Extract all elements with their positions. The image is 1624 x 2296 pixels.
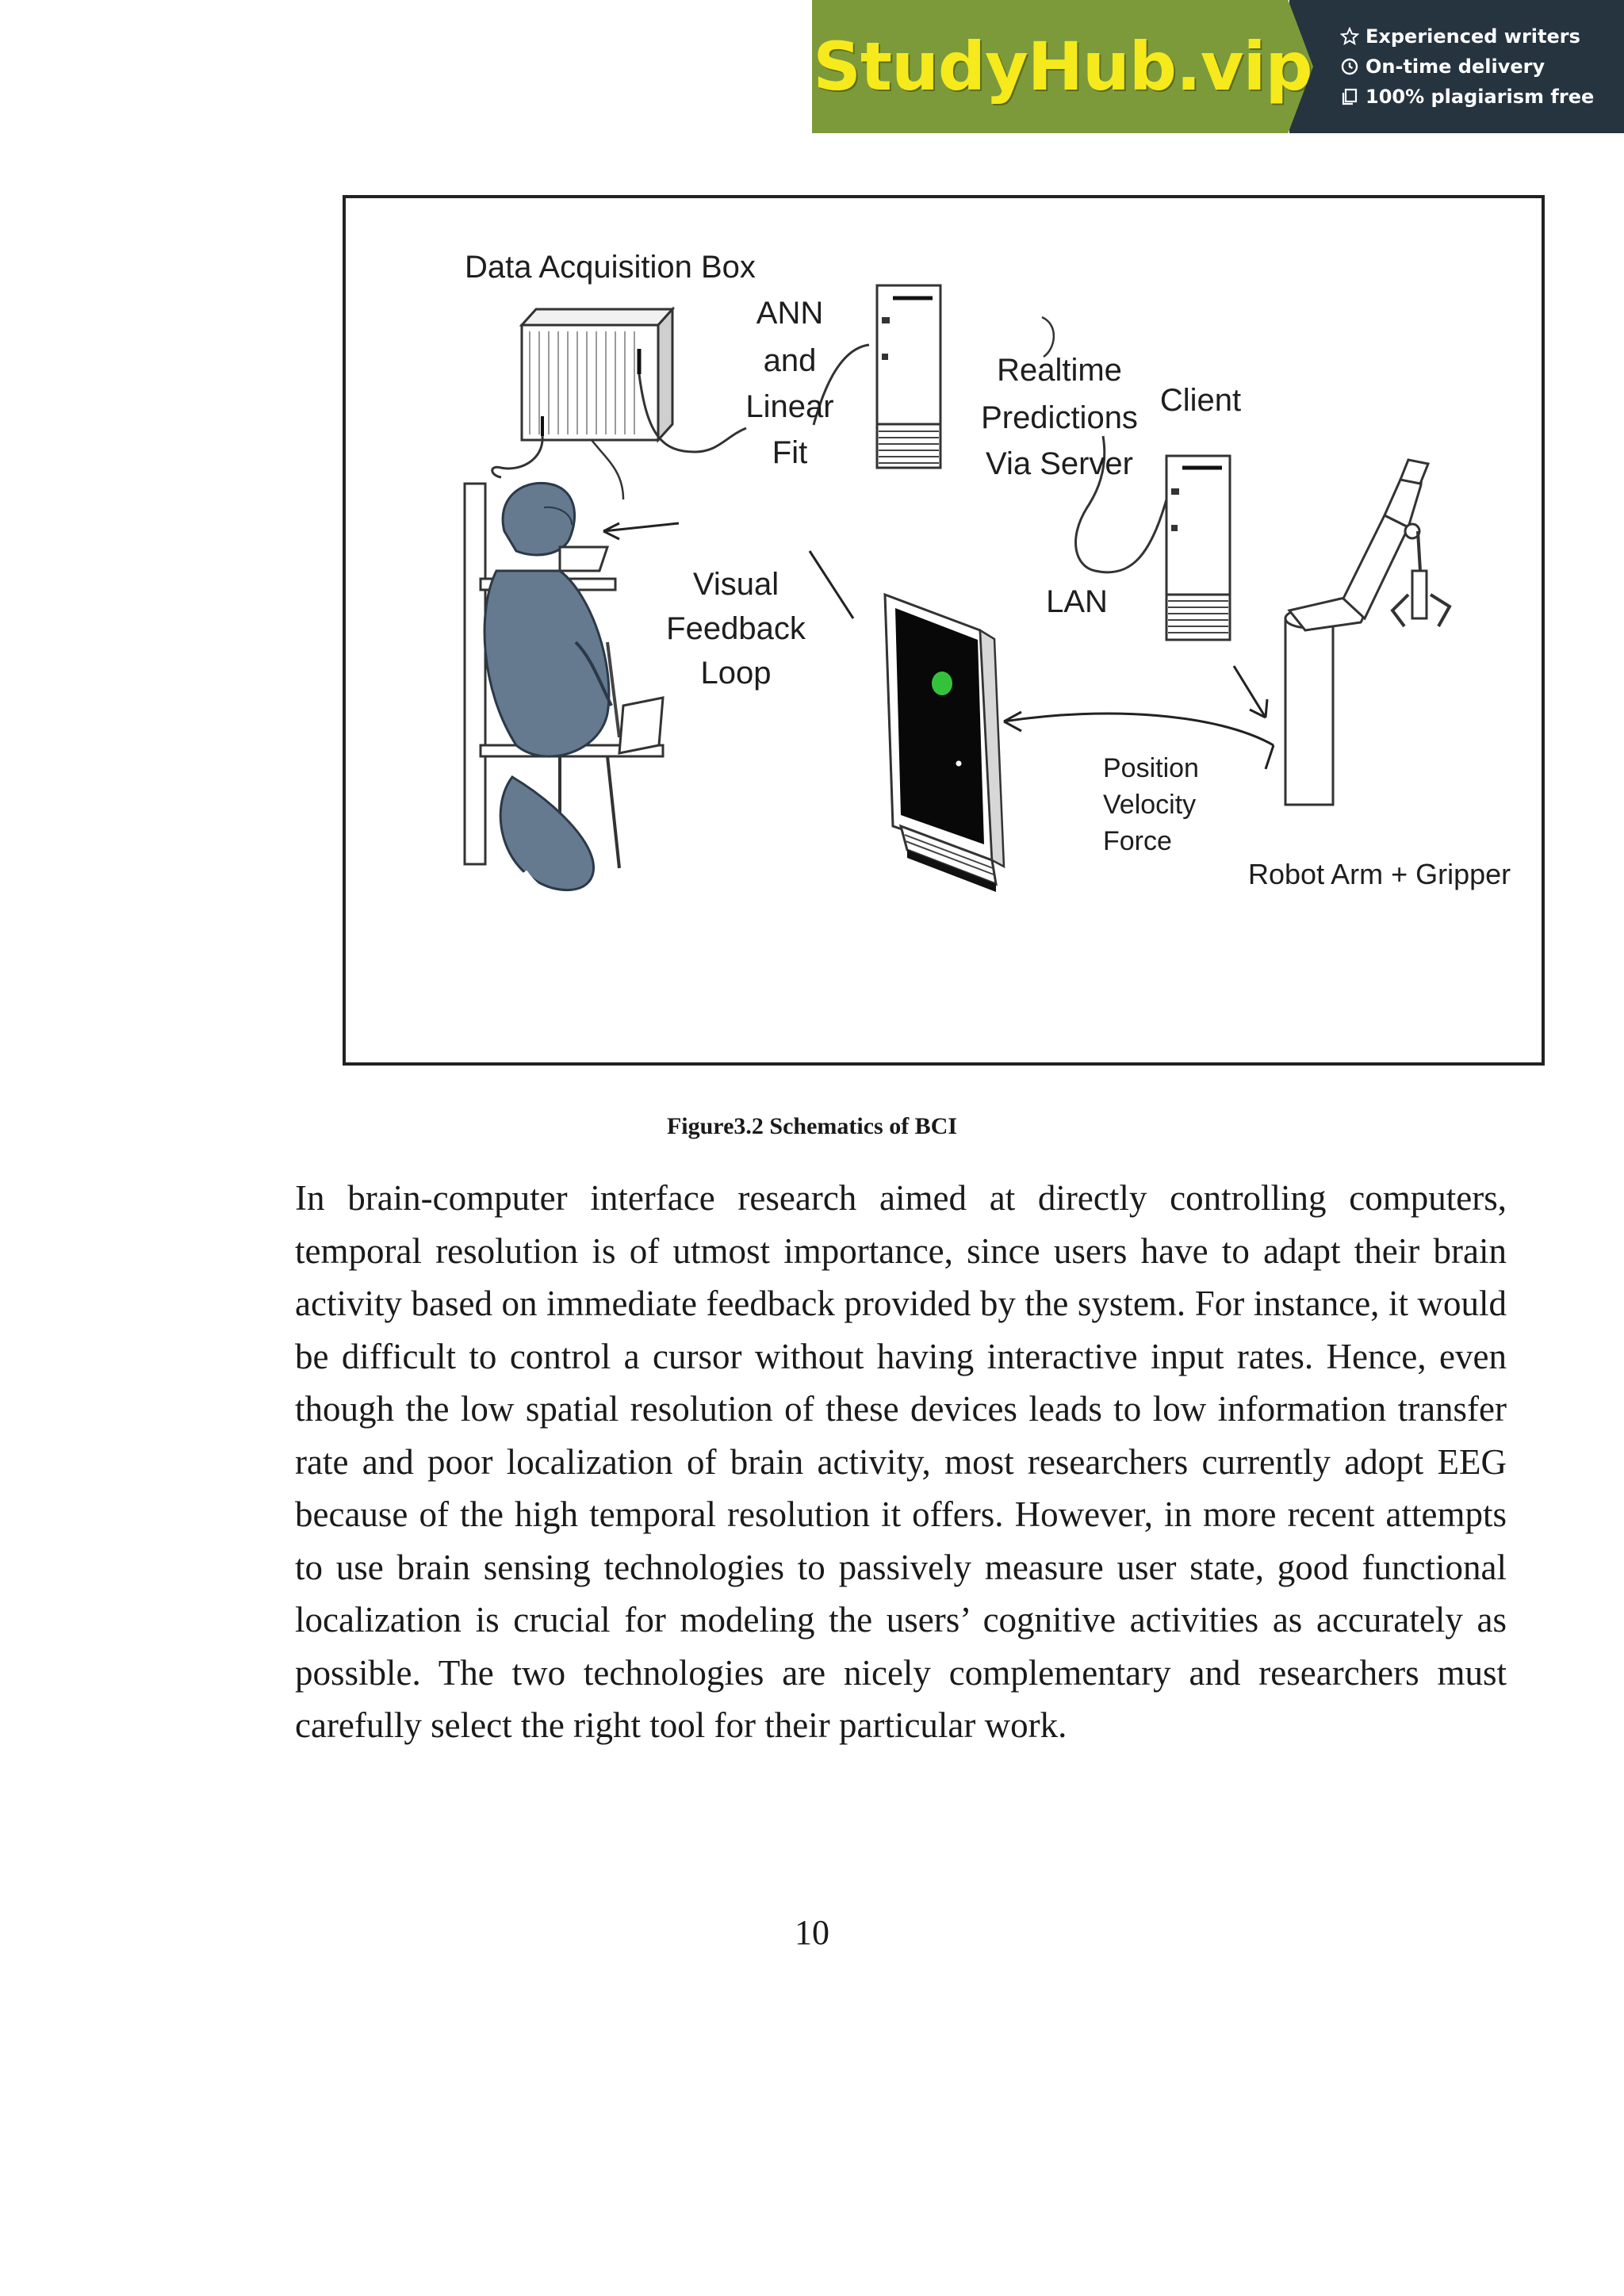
label-client: Client	[1160, 383, 1241, 418]
svg-text:Fit: Fit	[772, 435, 807, 470]
client-tower	[1165, 454, 1231, 641]
figure-caption: Figure3.2 Schematics of BCI	[666, 1113, 958, 1139]
svg-text:Position: Position	[1103, 753, 1199, 783]
feedback-monitor	[883, 592, 1005, 892]
bci-schematic-drawing: Data Acquisition Box ANN and Linear Fit …	[463, 250, 1511, 905]
studyhub-logo[interactable]: StudyHub.vip	[812, 0, 1313, 133]
svg-text:Via Server: Via Server	[986, 446, 1133, 481]
svg-text:Linear: Linear	[745, 389, 833, 424]
arrow-loop	[808, 550, 855, 619]
arrow-to-robot	[1232, 665, 1267, 718]
svg-text:Force: Force	[1103, 826, 1172, 856]
feature-writers: Experienced writers	[1340, 25, 1624, 48]
arrow-to-monitor	[1003, 712, 1274, 747]
svg-text:Visual: Visual	[693, 567, 779, 602]
label-robot-arm-gripper: Robot Arm + Gripper	[1248, 858, 1511, 890]
arrow-to-monkey	[603, 522, 680, 533]
svg-text:ANN: ANN	[756, 296, 823, 331]
svg-text:Feedback: Feedback	[666, 611, 806, 646]
box-cable	[591, 439, 625, 500]
label-visual-feedback-loop: Visual Feedback Loop	[666, 567, 806, 691]
server-tower	[875, 284, 942, 469]
label-position-velocity-force: Position Velocity Force	[1103, 753, 1199, 856]
copy-icon	[1342, 88, 1358, 105]
body-paragraph: In brain-computer interface research aim…	[295, 1178, 1507, 1745]
svg-text:and: and	[764, 343, 817, 378]
svg-text:Predictions: Predictions	[981, 400, 1138, 435]
feature-delivery: On-time delivery	[1340, 55, 1624, 78]
head-cable	[491, 435, 544, 479]
page-number: 10	[795, 1913, 829, 1952]
cursor-dot	[956, 760, 962, 767]
lan-cable	[1074, 435, 1168, 574]
svg-text:Velocity: Velocity	[1103, 790, 1196, 820]
feedback-arrows	[603, 522, 1275, 770]
feature-plagiarism: 100% plagiarism free	[1340, 86, 1624, 108]
ad-banner[interactable]: StudyHub.vip Experienced writers On-time…	[812, 0, 1624, 133]
robot-arm	[1284, 458, 1452, 806]
bci-schematic-figure: Data Acquisition Box ANN and Linear Fit …	[343, 195, 1545, 1066]
label-realtime-predictions: Realtime Predictions Via Server	[981, 353, 1138, 481]
ann-cable	[638, 373, 747, 453]
data-acquisition-box	[519, 306, 676, 443]
server-link	[1041, 316, 1055, 358]
server-cable	[812, 343, 870, 426]
target-dot	[932, 672, 952, 695]
clock-icon	[1341, 58, 1358, 75]
label-ann-linear-fit: ANN and Linear Fit	[745, 296, 833, 470]
logo-text: StudyHub.vip	[813, 28, 1312, 105]
label-data-acquisition-box: Data Acquisition Box	[465, 250, 756, 285]
monkey-subject	[463, 481, 665, 905]
label-lan: LAN	[1046, 584, 1108, 619]
star-icon	[1340, 27, 1359, 46]
banner-features: Experienced writers On-time delivery 100…	[1289, 0, 1624, 133]
svg-text:Realtime: Realtime	[997, 353, 1122, 388]
svg-text:Loop: Loop	[701, 656, 772, 691]
